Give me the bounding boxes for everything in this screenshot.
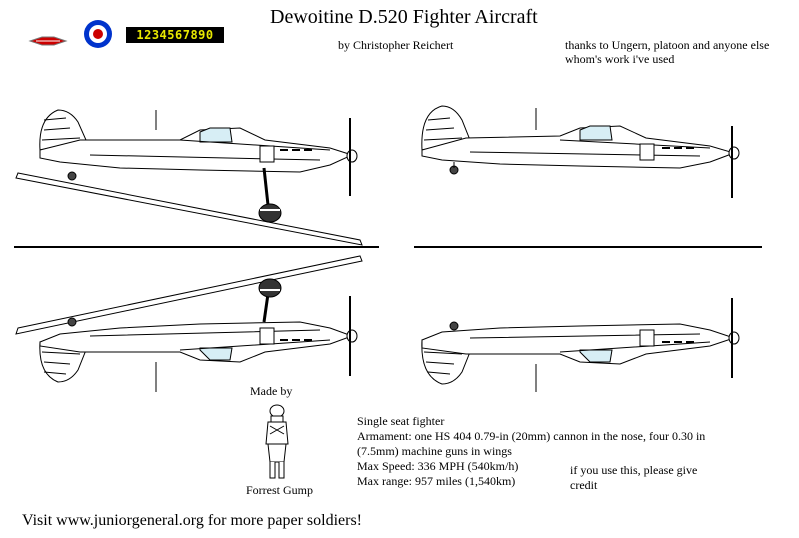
thanks-note: thanks to Ungern, platoon and anyone els… xyxy=(565,38,797,66)
divider-left xyxy=(14,246,379,248)
aircraft-side-view-top-right xyxy=(421,105,740,198)
specs-block: Single seat fighter Armament: one HS 404… xyxy=(357,414,777,489)
spec-line-4: Max Speed: 336 MPH (540km/h) xyxy=(357,459,519,473)
thanks-line-1: thanks to Ungern, platoon and anyone els… xyxy=(565,38,770,52)
spec-line-5: Max range: 957 miles (1,540km) xyxy=(357,474,516,488)
number-decal-strip: 1234567890 xyxy=(126,27,224,43)
thanks-line-2: whom's work i've used xyxy=(565,52,675,66)
divider-right xyxy=(414,246,762,248)
made-by-label: Made by xyxy=(250,384,293,398)
wing-badge-icon xyxy=(28,36,68,46)
credit-request-line-2: credit xyxy=(570,478,598,492)
aircraft-side-view-top-left xyxy=(15,109,363,246)
author-byline: by Christopher Reichert xyxy=(338,38,454,52)
spec-line-3: (7.5mm) machine guns in wings xyxy=(357,444,512,458)
made-by-name: Forrest Gump xyxy=(246,483,313,497)
spec-line-1: Single seat fighter xyxy=(357,414,445,428)
credit-request-line-1: if you use this, please give xyxy=(570,463,698,477)
aircraft-side-view-bottom-left xyxy=(15,255,363,392)
credit-request: if you use this, please give credit xyxy=(570,463,770,493)
soldier-figure-icon xyxy=(265,404,289,479)
roundel-icon xyxy=(84,20,112,48)
spec-line-2: Armament: one HS 404 0.79-in (20mm) cann… xyxy=(357,429,706,443)
page-title: Dewoitine D.520 Fighter Aircraft xyxy=(270,6,538,28)
footer-link-text[interactable]: Visit www.juniorgeneral.org for more pap… xyxy=(22,512,362,529)
aircraft-side-view-bottom-right xyxy=(421,298,740,392)
